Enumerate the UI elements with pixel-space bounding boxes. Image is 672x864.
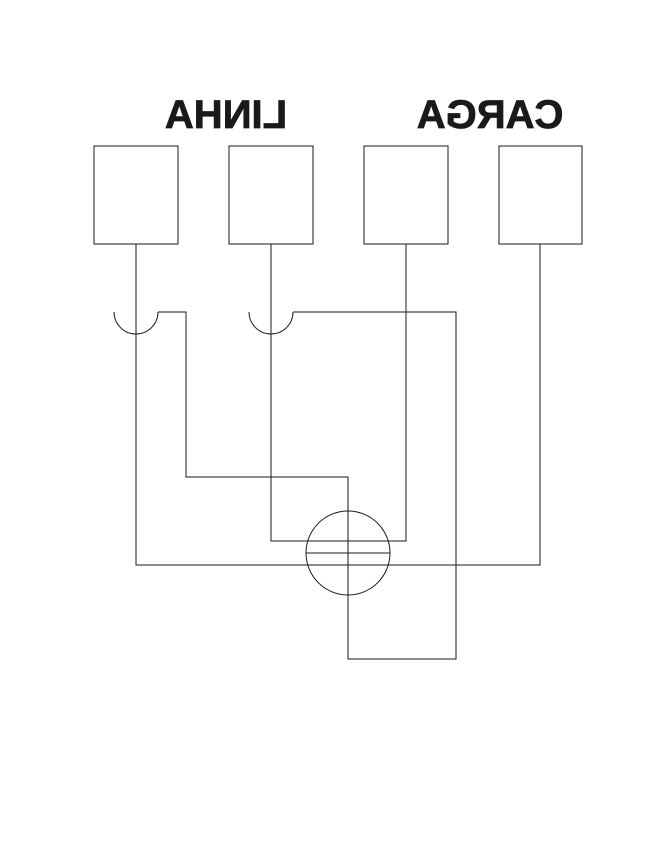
label-linha: LINHA [165, 93, 287, 137]
label-carga: CARGA [417, 93, 564, 137]
wire-line-1-to-load-2 [135, 244, 541, 566]
wire-jumper-2-loop [293, 311, 457, 660]
wire-line-2-to-load-1 [270, 244, 407, 542]
wire-jumper-1-to-center [158, 311, 349, 553]
jumper-arc-2 [248, 311, 294, 335]
terminal-box-line-1 [93, 145, 179, 245]
terminal-box-line-2 [228, 145, 314, 245]
terminal-box-load-1 [363, 145, 449, 245]
terminal-box-load-2 [498, 145, 583, 245]
jumper-arc-1 [113, 311, 159, 335]
